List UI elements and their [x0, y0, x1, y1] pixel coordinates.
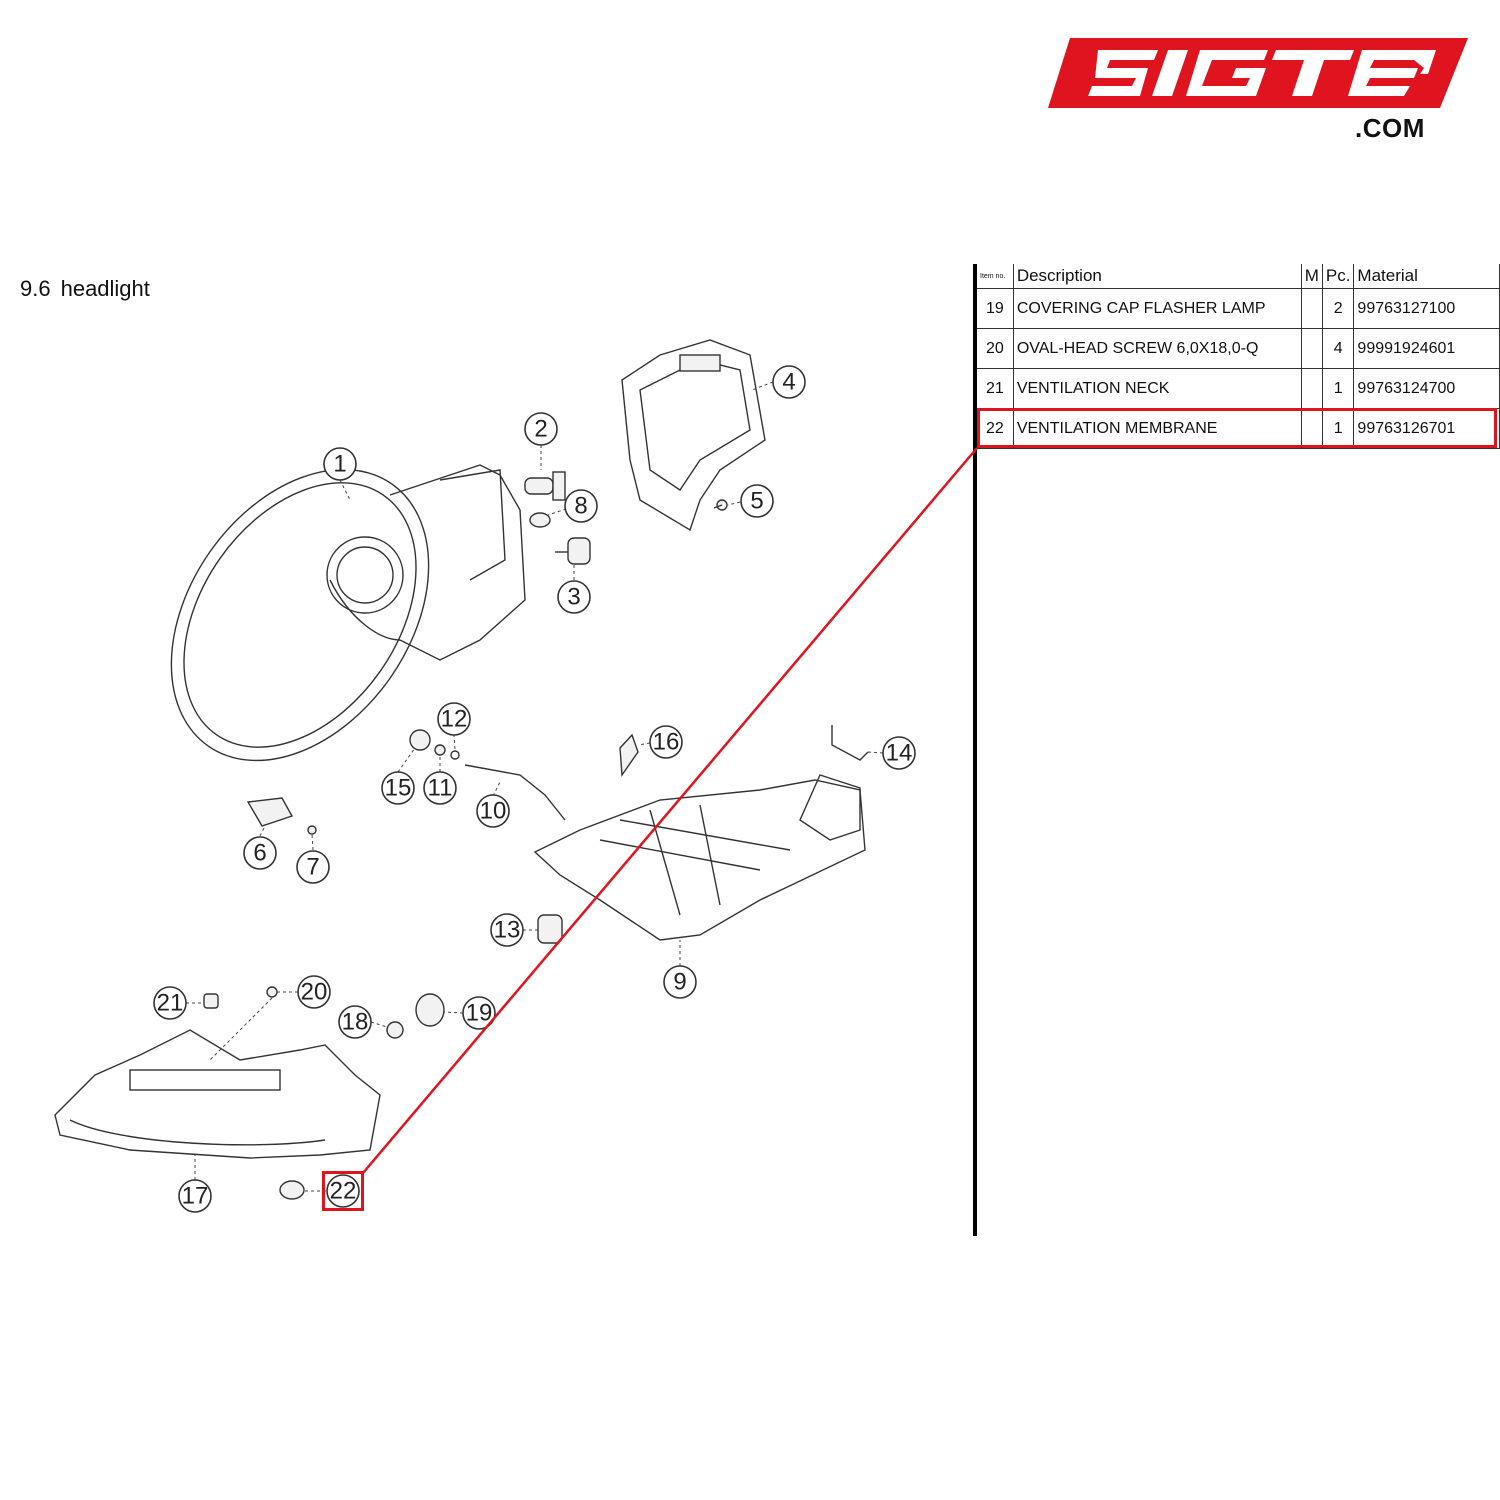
callout-20: 20 [297, 975, 331, 1009]
row-item-no: 21 [977, 368, 1014, 409]
callout-label-7: 7 [306, 854, 319, 881]
callout-label-19: 19 [466, 1000, 493, 1027]
callout-label-5: 5 [750, 488, 763, 515]
brand-logo [1048, 38, 1468, 108]
row-description: VENTILATION MEMBRANE [1013, 408, 1302, 449]
bulb-socket-18-part [386, 1021, 404, 1039]
grommet-13-part [537, 914, 563, 944]
callout-label-16: 16 [653, 729, 680, 756]
callout-18: 18 [338, 1005, 372, 1039]
row-material: 99763126701 [1353, 408, 1500, 449]
header-material: Material [1353, 264, 1500, 289]
callout-22: 22 [326, 1174, 360, 1208]
callout-13: 13 [490, 913, 524, 947]
callout-label-9: 9 [673, 969, 686, 996]
callout-15: 15 [381, 771, 415, 805]
spring-clip-16-part [619, 733, 639, 778]
row-description: OVAL-HEAD SCREW 6,0X18,0-Q [1013, 328, 1302, 369]
row-item-no: 22 [977, 408, 1014, 449]
parts-table: Item no. Description M Pc. Material 19 C… [977, 264, 1500, 449]
screw-5-part [713, 499, 728, 511]
callout-label-11: 11 [428, 775, 453, 802]
clip-14-part [831, 725, 869, 761]
table-row-highlighted[interactable]: 22 VENTILATION MEMBRANE 1 99763126701 [977, 408, 1500, 449]
screw-20-part [266, 986, 278, 998]
callout-9: 9 [663, 965, 697, 999]
brand-domain-suffix: .COM [1355, 113, 1425, 143]
row-pc: 2 [1322, 288, 1355, 329]
callout-label-21: 21 [157, 990, 184, 1017]
callout-label-1: 1 [333, 451, 346, 478]
header-m: M [1301, 264, 1323, 289]
callout-label-10: 10 [480, 798, 507, 825]
row-pc: 1 [1322, 368, 1355, 409]
row-pc: 4 [1322, 328, 1355, 369]
mounting-base-part [533, 774, 866, 941]
neck-21-part [203, 993, 219, 1009]
callout-3: 3 [557, 580, 591, 614]
callout-8: 8 [564, 489, 598, 523]
header-pc: Pc. [1322, 264, 1355, 289]
callout-6: 6 [243, 836, 277, 870]
row-material: 99763124700 [1353, 368, 1500, 409]
row-item-no: 20 [977, 328, 1014, 369]
cap-19-part [415, 993, 445, 1027]
row-m [1301, 288, 1323, 329]
callout-16: 16 [649, 725, 683, 759]
row-m [1301, 328, 1323, 369]
headlight-housing-part [170, 464, 526, 762]
header-description: Description [1013, 264, 1302, 289]
callout-17: 17 [178, 1179, 212, 1213]
callout-label-8: 8 [574, 493, 587, 520]
callout-label-15: 15 [385, 775, 412, 802]
highlight-row-box [977, 408, 1497, 448]
callout-19: 19 [462, 996, 496, 1030]
callout-2: 2 [524, 412, 558, 446]
flasher-lamp-part [54, 1029, 381, 1159]
row-description: VENTILATION NECK [1013, 368, 1302, 409]
callout-label-18: 18 [342, 1009, 369, 1036]
section-title: 9.6 headlight [20, 276, 160, 302]
callout-label-14: 14 [886, 740, 913, 767]
callout-5: 5 [740, 484, 774, 518]
bracket-6-part [246, 797, 317, 835]
membrane-22-part [279, 1180, 305, 1200]
callout-10: 10 [476, 794, 510, 828]
callout-21: 21 [153, 986, 187, 1020]
callout-7: 7 [296, 850, 330, 884]
callout-label-22: 22 [330, 1178, 357, 1205]
callout-12: 12 [437, 702, 471, 736]
parts-table-header-row: Item no. Description M Pc. Material [977, 264, 1500, 289]
callout-label-4: 4 [782, 369, 795, 396]
section-number: 9.6 [20, 276, 51, 301]
highlight-callout-box [322, 1171, 364, 1211]
row-m [1301, 408, 1323, 449]
callout-14: 14 [882, 736, 916, 770]
callout-label-12: 12 [441, 706, 468, 733]
row-description: COVERING CAP FLASHER LAMP [1013, 288, 1302, 329]
callout-11: 11 [423, 771, 457, 805]
callout-4: 4 [772, 365, 806, 399]
row-item-no: 19 [977, 288, 1014, 329]
callout-label-17: 17 [182, 1183, 209, 1210]
row-m [1301, 368, 1323, 409]
table-row[interactable]: 21 VENTILATION NECK 1 99763124700 [977, 368, 1500, 409]
callout-label-20: 20 [301, 979, 328, 1006]
table-row[interactable]: 19 COVERING CAP FLASHER LAMP 2 997631271… [977, 288, 1500, 329]
exploded-parts-diagram: 1 2 3 4 5 6 7 8 9 10 11 12 13 14 15 16 1… [54, 339, 916, 1213]
header-item-no: Item no. [977, 264, 1014, 289]
row-material: 99763127100 [1353, 288, 1500, 329]
callout-label-6: 6 [253, 840, 266, 867]
table-row[interactable]: 20 OVAL-HEAD SCREW 6,0X18,0-Q 4 99991924… [977, 328, 1500, 369]
row-pc: 1 [1322, 408, 1355, 449]
row-material: 99991924601 [1353, 328, 1500, 369]
section-name: headlight [60, 276, 150, 301]
callout-label-3: 3 [567, 584, 580, 611]
callout-label-13: 13 [494, 917, 521, 944]
callout-1: 1 [323, 447, 357, 481]
callout-label-2: 2 [534, 416, 547, 443]
